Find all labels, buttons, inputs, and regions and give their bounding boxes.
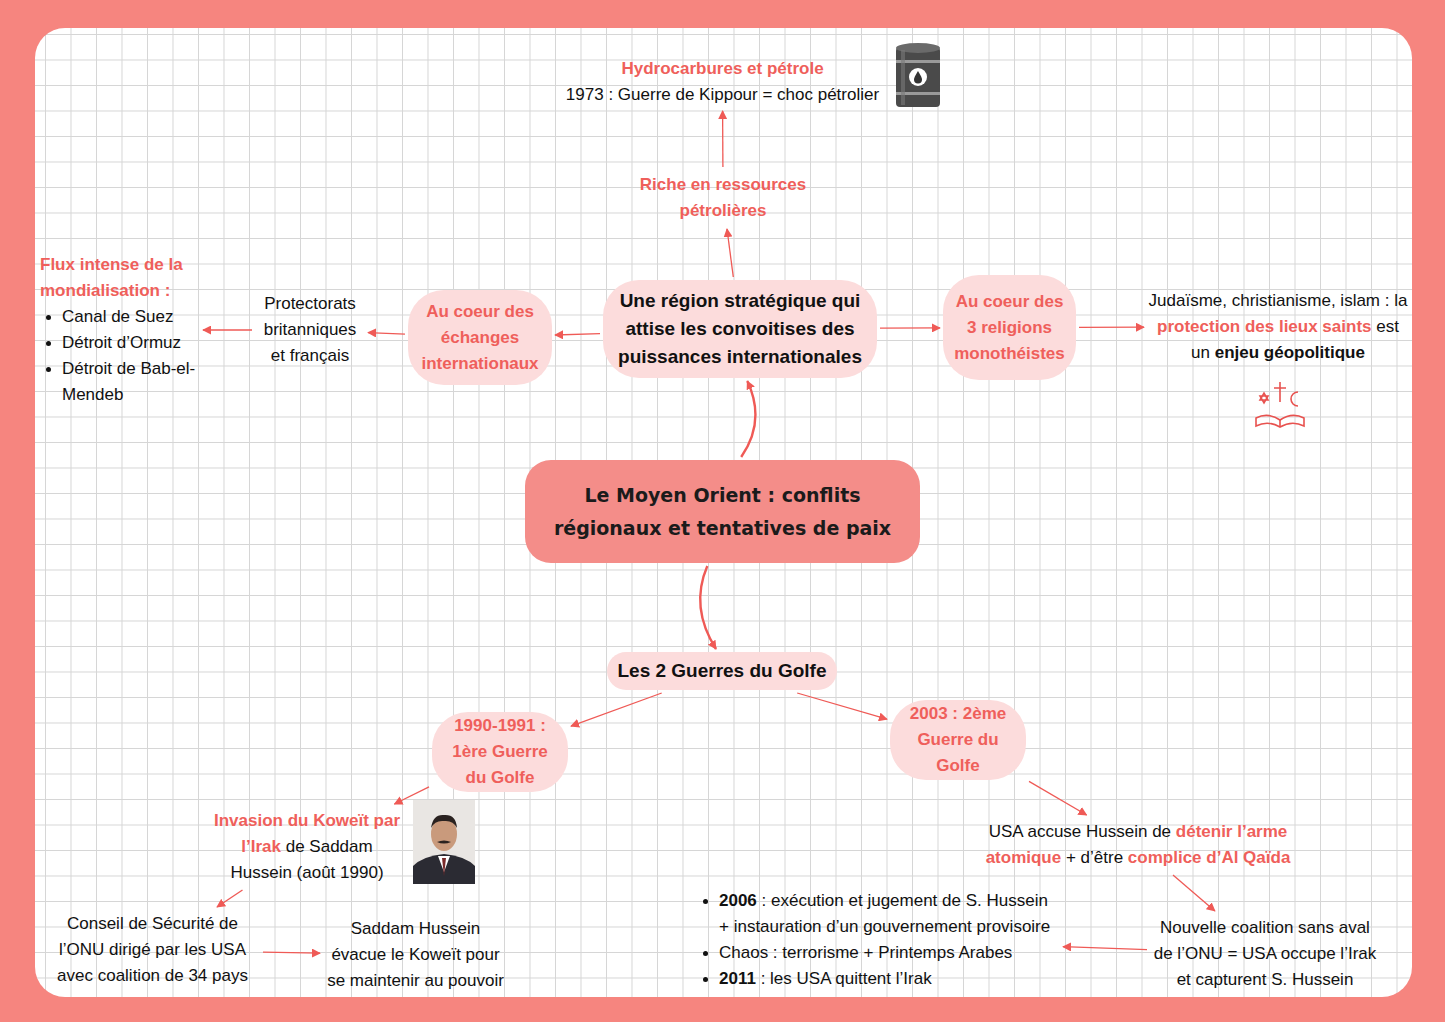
node-text: Chaos : terrorisme + Printemps Arabes [719, 943, 1012, 962]
text-node: Hydrocarbures et pétrole 1973 : Guerre de… [550, 56, 895, 108]
subtopic-box: 1990-1991 : 1ère Guerre du Golfe [432, 712, 568, 792]
node-text: Conseil de Sécurité de l’ONU dirigé par … [57, 914, 248, 985]
list-node: Flux intense de la mondialisation : Canal… [40, 252, 200, 408]
bullet-dot [46, 367, 51, 372]
text-line: 2003 : 2ème Guerre du Golfe [900, 701, 1016, 779]
text-line: Chaos : terrorisme + Printemps Arabes [697, 940, 1060, 966]
text-node: Conseil de Sécurité de l’ONU dirigé par … [45, 910, 260, 990]
text-line: 1990-1991 : 1ère Guerre du Golfe [442, 713, 558, 791]
portrait-photo [413, 800, 475, 884]
text-line: Hydrocarbures et pétrole [550, 56, 895, 82]
bullet-dot [46, 315, 51, 320]
node-text: 2011 [719, 969, 756, 988]
bullet-dot [703, 899, 708, 904]
node-text: 1973 : Guerre de Kippour = choc pétrolie… [566, 85, 879, 104]
node-text: Une région stratégique qui attise les co… [618, 290, 862, 367]
arrow-connector [555, 334, 600, 335]
text-line: Invasion du Koweït par l’Irak de Saddam … [212, 808, 402, 886]
node-text: + d’être [1066, 848, 1123, 867]
arrow-connector [263, 952, 320, 953]
arrow-connector [394, 787, 429, 804]
arrow-connector [1063, 947, 1147, 950]
text-line: Saddam Hussein évacue le Koweït pour se … [323, 916, 508, 994]
bullet-dot [703, 951, 708, 956]
node-text: Les 2 Guerres du Golfe [617, 660, 826, 681]
main-topic-box: Le Moyen Orient : conflits régionaux et … [525, 460, 920, 563]
list-node: 2006 : exécution et jugement de S. Husse… [697, 888, 1060, 992]
text-node: USA accuse Hussein de détenir l’arme ato… [968, 818, 1308, 872]
node-text: Détroit d’Ormuz [62, 333, 181, 352]
node-text: enjeu géopolitique [1215, 343, 1365, 362]
node-text: Canal de Suez [62, 307, 174, 326]
text-line: Flux intense de la mondialisation : [40, 252, 200, 304]
bullet-dot [703, 977, 708, 982]
node-text: Nouvelle coalition sans aval de l’ONU = … [1154, 918, 1377, 989]
text-line: Détroit de Bab-el-Mendeb [40, 356, 200, 408]
religion-icon [1252, 378, 1308, 430]
node-text: Hydrocarbures et pétrole [621, 59, 823, 78]
node-text: complice d’Al Qaïda [1128, 848, 1291, 867]
arrow-connector [571, 693, 662, 726]
text-line: Les 2 Guerres du Golfe [607, 657, 837, 685]
text-line: Une région stratégique qui attise les co… [613, 287, 867, 371]
node-text: : exécution et jugement de S. Hussein + … [719, 891, 1050, 936]
arrow-connector [700, 566, 716, 649]
node-text: : les USA quittent l’Irak [761, 969, 932, 988]
text-line: Au coeur des 3 religions monothéistes [951, 289, 1068, 367]
subtopic-box: 2003 : 2ème Guerre du Golfe [890, 700, 1026, 780]
node-text: 2006 [719, 891, 757, 910]
text-line: Le Moyen Orient : conflits régionaux et … [535, 479, 910, 545]
text-node: Riche en ressources pétrolières [623, 170, 823, 226]
node-text: protection des lieux saints [1157, 317, 1371, 336]
node-text: Au coeur des 3 religions monothéistes [954, 292, 1065, 363]
arrow-connector [741, 381, 755, 457]
arrow-connector [1079, 327, 1144, 328]
arrow-connector [203, 329, 252, 330]
node-text: Protectorats britanniques et français [264, 294, 357, 365]
node-text: Le Moyen Orient : conflits régionaux et … [554, 484, 891, 539]
arrow-connector [797, 693, 887, 719]
text-line: Conseil de Sécurité de l’ONU dirigé par … [45, 911, 260, 989]
arrow-connector [368, 333, 405, 335]
arrow-connector [217, 890, 243, 907]
text-line: 2006 : exécution et jugement de S. Husse… [697, 888, 1060, 940]
text-line: USA accuse Hussein de détenir l’arme ato… [968, 819, 1308, 871]
subtopic-box: Au coeur des échanges internationaux [408, 290, 552, 385]
oil-barrel-icon [893, 42, 943, 112]
text-line: Protectorats britanniques et français [255, 291, 365, 369]
arrow-connector [727, 229, 733, 277]
text-node: Invasion du Koweït par l’Irak de Saddam … [212, 807, 402, 887]
theme-box: Une région stratégique qui attise les co… [603, 280, 877, 378]
text-line: Nouvelle coalition sans aval de l’ONU = … [1150, 915, 1380, 993]
arrow-connector [1029, 781, 1087, 815]
theme-box: Les 2 Guerres du Golfe [607, 652, 837, 690]
arrow-connector [1173, 875, 1215, 911]
text-line: Riche en ressources pétrolières [623, 172, 823, 224]
subtopic-box: Au coeur des 3 religions monothéistes [943, 275, 1076, 380]
text-node: Saddam Hussein évacue le Koweït pour se … [323, 915, 508, 995]
node-text: Flux intense de la mondialisation : [40, 255, 183, 300]
node-text: 1990-1991 : 1ère Guerre du Golfe [452, 716, 547, 787]
text-line: Judaïsme, christianisme, islam : la prot… [1147, 288, 1409, 366]
node-text: Saddam Hussein évacue le Koweït pour se … [327, 919, 504, 990]
arrow-connector [880, 327, 940, 329]
arrow-connector [722, 111, 724, 167]
text-line: Canal de Suez [40, 304, 200, 330]
node-text: Au coeur des échanges internationaux [421, 302, 538, 373]
node-text: Détroit de Bab-el-Mendeb [62, 359, 195, 404]
text-node: Protectorats britanniques et français [255, 290, 365, 370]
text-line: 2011 : les USA quittent l’Irak [697, 966, 1060, 992]
text-line: Détroit d’Ormuz [40, 330, 200, 356]
text-line: 1973 : Guerre de Kippour = choc pétrolie… [550, 82, 895, 108]
text-node: Judaïsme, christianisme, islam : la prot… [1147, 287, 1409, 367]
node-text: USA accuse Hussein de [989, 822, 1171, 841]
node-text: Riche en ressources pétrolières [640, 175, 806, 220]
node-text: 2003 : 2ème Guerre du Golfe [910, 704, 1006, 775]
text-node: Nouvelle coalition sans aval de l’ONU = … [1150, 914, 1380, 994]
bullet-dot [46, 341, 51, 346]
node-text: Judaïsme, christianisme, islam : la [1149, 291, 1408, 310]
text-line: Au coeur des échanges internationaux [414, 299, 546, 377]
